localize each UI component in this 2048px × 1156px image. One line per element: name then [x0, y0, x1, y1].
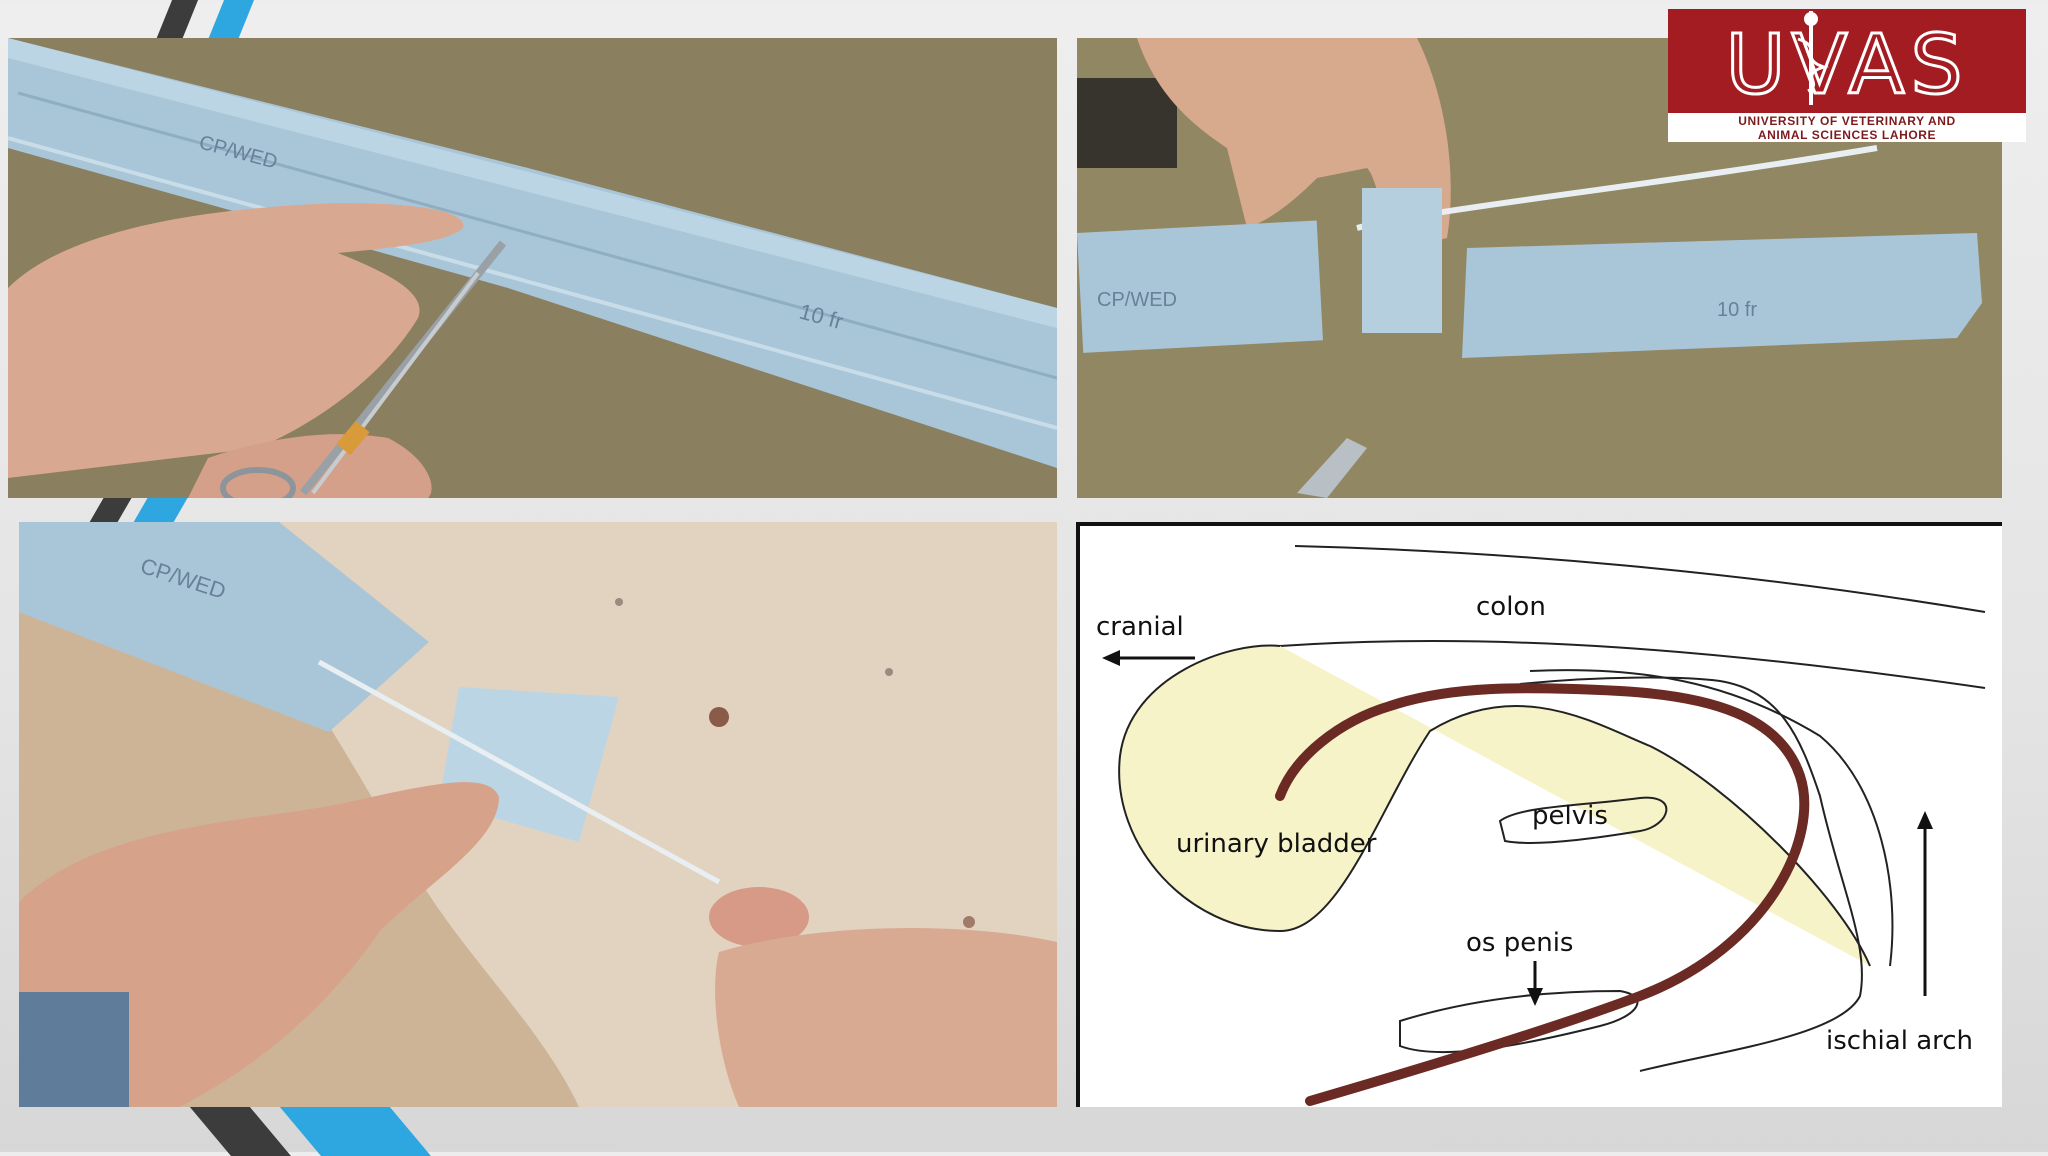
label-pelvis: pelvis	[1532, 801, 1608, 831]
os-penis-outline	[1399, 989, 1639, 1054]
mid-blue-stripe	[132, 498, 188, 524]
package-writing-1: CP/WED	[1097, 289, 1177, 311]
logo-caption-line2: ANIMAL SCIENCES LAHORE	[1757, 128, 1937, 142]
label-urinary-bladder: urinary bladder	[1176, 829, 1377, 859]
label-cranial: cranial	[1096, 612, 1184, 642]
catheter-anatomy-diagram: cranial colon urinary bladder pelvis os …	[1076, 522, 2002, 1107]
sleeve-blue	[19, 992, 129, 1107]
body-outline-inner	[1519, 676, 1863, 1072]
package-piece	[19, 522, 429, 732]
top-dark-stripe	[155, 0, 203, 40]
photo-cutting-package: CP/WED 10 fr	[8, 38, 1057, 498]
scissors-tip	[1297, 438, 1367, 498]
logo-wordmark: UVAS	[1725, 18, 1968, 113]
pelvis-outline	[1498, 796, 1668, 844]
caduceus-icon	[1797, 11, 1830, 105]
package-writing-2: 10 fr	[1717, 299, 1757, 321]
logo-caption: UNIVERSITY OF VETERINARY AND ANIMAL SCIE…	[1668, 113, 2026, 143]
package-piece-left	[1077, 220, 1323, 353]
hand-top	[1137, 38, 1451, 248]
penis-tip	[709, 887, 809, 947]
label-colon: colon	[1476, 592, 1546, 622]
uvas-logo: UVAS UNIVERSITY OF VETERINARY AND ANIMAL…	[1668, 9, 2026, 142]
label-os-penis: os penis	[1466, 928, 1574, 958]
top-blue-stripe	[207, 0, 259, 40]
cranial-arrowhead	[1102, 650, 1120, 666]
bottom-dark-stripe	[189, 1106, 291, 1156]
scissors-icon	[220, 240, 507, 498]
mid-dark-stripe	[88, 498, 132, 524]
hand-left	[8, 203, 464, 478]
catheter-tube	[317, 659, 721, 885]
package-piece-right	[1462, 233, 1982, 358]
sterile-package	[8, 38, 1057, 468]
hand-left	[19, 782, 499, 1107]
label-ischial-arch: ischial arch	[1826, 1026, 1974, 1056]
photo-catheter-insertion: CP/WED	[19, 522, 1057, 1107]
colon-lower-line	[1279, 639, 1986, 689]
package-piece-middle	[1362, 188, 1442, 333]
logo-caption-line1: UNIVERSITY OF VETERINARY AND	[1738, 114, 1956, 128]
colon-upper-line	[1294, 545, 1986, 613]
bottom-blue-stripe	[279, 1106, 431, 1156]
hand-right	[715, 928, 1057, 1107]
urinary-bladder-outline	[1118, 644, 1871, 967]
catheter-line	[1275, 683, 1810, 1106]
logo-wordmark-block: UVAS	[1668, 9, 2026, 115]
